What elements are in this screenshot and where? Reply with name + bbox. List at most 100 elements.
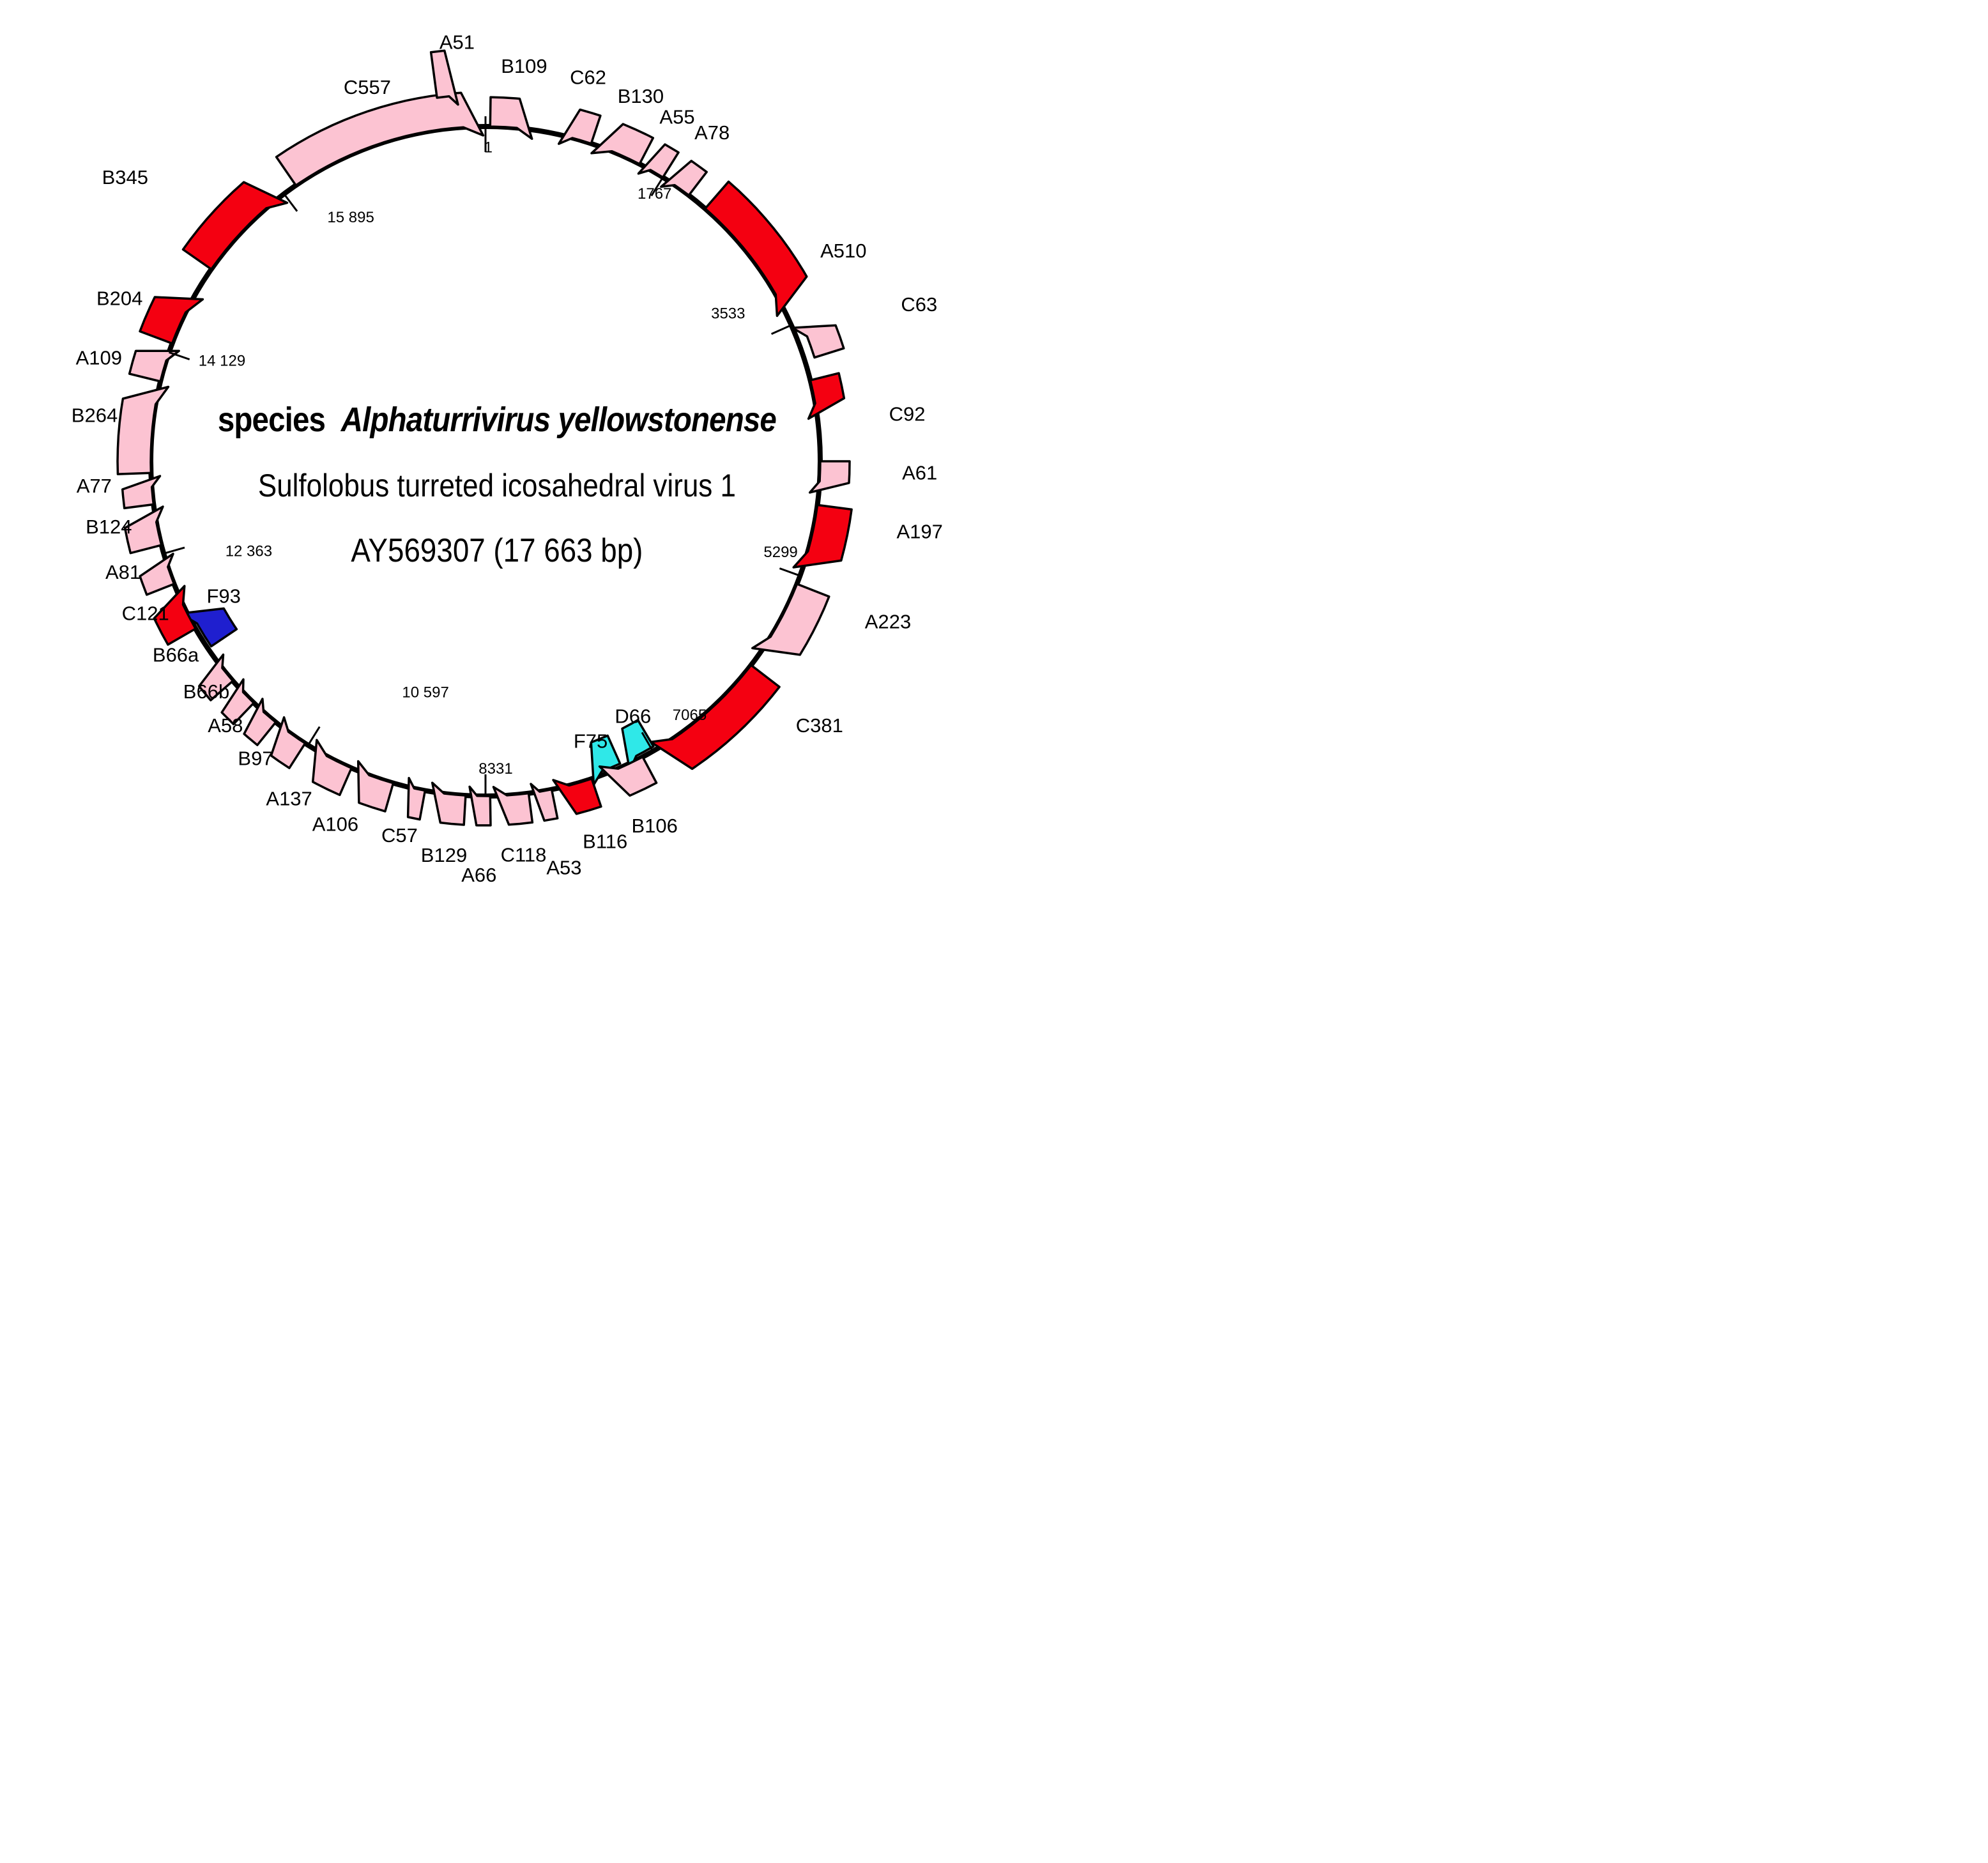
tick-line-14129 — [169, 351, 190, 360]
tick-label-10597: 10 597 — [402, 684, 448, 701]
gene-label-A77: A77 — [77, 475, 112, 497]
gene-label-C92: C92 — [889, 402, 926, 425]
title-accession: AY569307 (17 663 bp) — [351, 532, 643, 569]
gene-label-A137: A137 — [266, 787, 312, 809]
gene-arrow-B264 — [116, 385, 170, 475]
gene-label-A223: A223 — [865, 610, 911, 632]
gene-label-C62: C62 — [570, 66, 606, 88]
gene-arrow-A197 — [792, 503, 853, 569]
gene-label-C121: C121 — [122, 602, 169, 624]
gene-label-A510: A510 — [820, 240, 866, 262]
gene-arrow-C381 — [650, 664, 781, 770]
gene-label-B204: B204 — [96, 288, 142, 310]
gene-arrows-layer — [116, 49, 853, 827]
genome-circle — [148, 124, 823, 799]
gene-arrow-C57 — [406, 776, 427, 821]
tick-line-15895 — [283, 193, 298, 212]
gene-label-A58: A58 — [208, 714, 243, 737]
gene-arrow-B129 — [431, 781, 467, 826]
gene-label-C57: C57 — [381, 824, 418, 847]
gene-arrow-A81 — [139, 553, 176, 596]
title-species-name: Alphaturrivirus yellowstonense — [340, 400, 776, 439]
gene-arrow-A109 — [128, 349, 180, 383]
gene-arrow-C62 — [557, 108, 602, 145]
gene-label-A61: A61 — [902, 461, 937, 484]
gene-arrow-B109 — [489, 96, 533, 140]
gene-label-A66: A66 — [461, 864, 496, 886]
gene-label-C118: C118 — [501, 843, 547, 866]
gene-arrow-A78 — [660, 160, 708, 197]
gene-label-A106: A106 — [312, 813, 358, 836]
gene-label-D66: D66 — [615, 705, 651, 728]
gene-arrow-A66 — [468, 785, 492, 827]
gene-arrow-B106 — [598, 755, 658, 797]
gene-label-B109: B109 — [501, 55, 547, 77]
gene-label-B66b: B66b — [183, 680, 229, 703]
center-title-group: species Alphaturrivirus yellowstonense S… — [218, 400, 777, 569]
gene-label-A78: A78 — [694, 121, 730, 144]
gene-label-A81: A81 — [105, 561, 141, 583]
gene-arrow-B124 — [123, 505, 164, 555]
gene-arrow-D66 — [621, 719, 655, 772]
gene-label-B345: B345 — [102, 166, 148, 188]
tick-label-15895: 15 895 — [327, 209, 374, 226]
tick-line-5299 — [779, 567, 800, 577]
gene-arrow-A106 — [356, 760, 395, 813]
tick-marks-layer — [163, 116, 800, 796]
gene-arrow-B116 — [552, 778, 602, 815]
gene-arrow-A51 — [429, 49, 459, 106]
gene-label-C63: C63 — [901, 293, 937, 316]
title-virus-name: Sulfolobus turreted icosahedral virus 1 — [258, 467, 736, 503]
tick-label-7065: 7065 — [673, 707, 707, 724]
gene-label-C557: C557 — [344, 76, 391, 98]
gene-label-B106: B106 — [631, 815, 677, 837]
gene-arrow-C121 — [153, 585, 197, 646]
gene-label-B130: B130 — [618, 85, 664, 107]
gene-label-F75: F75 — [574, 730, 608, 752]
gene-label-A197: A197 — [896, 521, 942, 543]
gene-arrow-A223 — [751, 583, 830, 656]
gene-arrow-C557 — [275, 91, 485, 187]
gene-arrow-B345 — [181, 181, 289, 271]
tick-label-1: 1 — [484, 139, 493, 156]
gene-label-B97: B97 — [238, 747, 273, 770]
tick-label-12363: 12 363 — [226, 543, 272, 560]
gene-arrow-B66a — [197, 653, 234, 702]
gene-arrow-F93 — [179, 607, 238, 648]
tick-line-1767 — [650, 176, 664, 197]
gene-arrow-A61 — [808, 460, 851, 494]
gene-arrow-A53 — [530, 783, 559, 822]
gene-label-A55: A55 — [659, 105, 694, 128]
gene-label-B116: B116 — [583, 831, 627, 853]
gene-arrow-C92 — [807, 372, 846, 420]
gene-label-A109: A109 — [76, 346, 122, 369]
tick-label-8331: 8331 — [478, 760, 512, 778]
gene-arrow-C118 — [492, 786, 534, 826]
gene-label-C381: C381 — [796, 714, 843, 737]
gene-arrow-A77 — [121, 475, 162, 510]
gene-arrow-A55 — [637, 143, 680, 179]
tick-line-7065 — [641, 732, 654, 752]
gene-arrow-B66b — [220, 678, 256, 726]
gene-arrow-A137 — [311, 739, 353, 797]
gene-label-B124: B124 — [86, 516, 132, 538]
title-species-line: species Alphaturrivirus yellowstonense — [218, 400, 776, 439]
gene-label-B129: B129 — [421, 844, 467, 866]
gene-label-B66a: B66a — [153, 643, 199, 666]
gene-arrow-B130 — [590, 123, 655, 165]
title-species-prefix: species — [218, 400, 325, 439]
gene-arrow-B97 — [270, 716, 307, 769]
tick-label-5299: 5299 — [763, 544, 797, 561]
gene-arrow-B204 — [139, 296, 204, 345]
tick-label-1767: 1767 — [638, 185, 671, 203]
tick-line-12363 — [163, 546, 185, 555]
tick-line-10597 — [307, 726, 321, 746]
gene-arrow-A58 — [243, 698, 277, 746]
gene-label-A53: A53 — [546, 856, 581, 878]
tick-label-14129: 14 129 — [199, 352, 245, 369]
tick-label-3533: 3533 — [711, 305, 745, 322]
tick-line-3533 — [770, 324, 792, 335]
